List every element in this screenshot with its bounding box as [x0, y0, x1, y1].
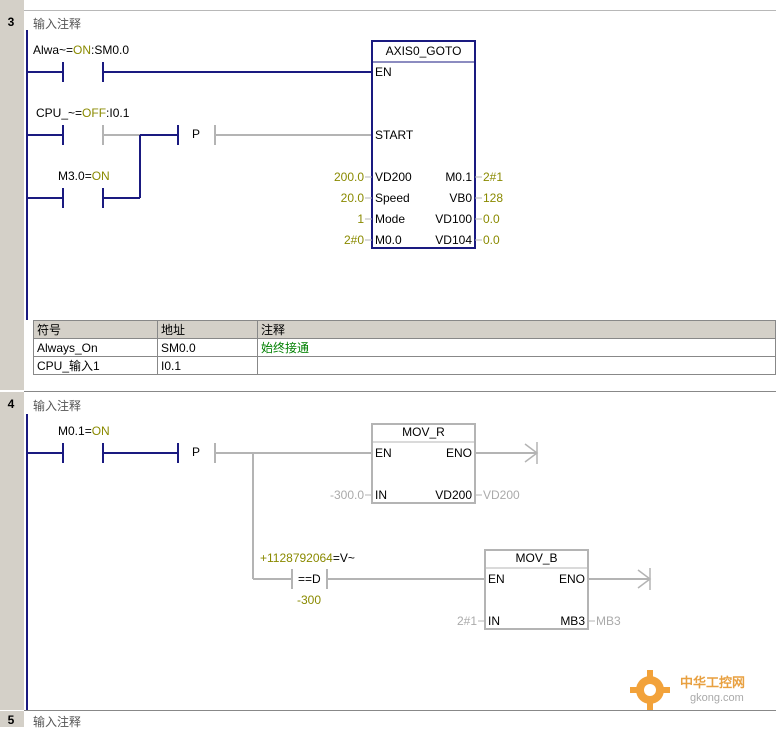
p-edge-label[interactable]: P: [192, 127, 201, 141]
network-4-comment[interactable]: 输入注释: [33, 399, 82, 413]
network-3-comment[interactable]: 输入注释: [33, 17, 82, 31]
comment-col-header[interactable]: 注释: [257, 320, 776, 339]
gear-icon: [630, 670, 670, 710]
mov-r-out-value[interactable]: VD200: [483, 488, 520, 502]
mov-r-out: VD200: [435, 488, 472, 502]
network-5-number[interactable]: 5: [7, 713, 15, 727]
network-3-gutter: [0, 0, 24, 390]
network-4-ladder: [26, 414, 652, 710]
axis-goto-out-pin: VD104: [435, 233, 472, 247]
network-4-top-divider: [24, 391, 776, 392]
network-5-top-divider: [24, 710, 776, 711]
network-4-gutter: [0, 392, 24, 710]
axis-goto-title[interactable]: AXIS0_GOTO: [385, 44, 462, 58]
contact-cpu-eq: =: [75, 106, 83, 120]
mov-b-title[interactable]: MOV_B: [515, 551, 558, 565]
axis-goto-out-value[interactable]: 0.0: [483, 212, 500, 226]
contact-alwa-label[interactable]: Alwa~=ON:SM0.0: [33, 43, 129, 57]
compare-eq: =: [332, 551, 340, 565]
axis-goto-out-value[interactable]: 0.0: [483, 233, 500, 247]
contact-cpu-state: OFF: [82, 106, 107, 120]
mov-r-eno: ENO: [445, 446, 472, 460]
compare-var: V~: [339, 551, 355, 565]
contact-alwa-eq: =: [66, 43, 74, 57]
address-cell: SM0.0: [157, 338, 258, 357]
mov-b-out: MB3: [560, 614, 585, 628]
network-3-number[interactable]: 3: [7, 15, 15, 29]
axis-goto-en: EN: [375, 65, 392, 79]
watermark-logo: 中华工控网 gkong.com: [628, 660, 768, 718]
watermark-name: 中华工控网: [680, 675, 746, 690]
contact-cpu-name: CPU_~: [36, 106, 76, 120]
mov-b-box: [484, 549, 589, 630]
contact-m01-state: ON: [91, 424, 110, 438]
symbol-table: 符号 地址 注释 Always_On SM0.0 始终接通 CPU_输入1 I0…: [33, 320, 776, 375]
mov-r-en: EN: [375, 446, 392, 460]
comment-cell: [257, 356, 776, 375]
mov-r-title[interactable]: MOV_R: [402, 425, 445, 439]
axis-goto-in-pin: VD200: [375, 170, 412, 184]
axis-goto-in-value[interactable]: 200.0: [333, 170, 364, 184]
mov-b-in: IN: [488, 614, 500, 628]
contact-m30-state: ON: [91, 169, 110, 183]
table-row[interactable]: Always_On SM0.0 始终接通: [33, 338, 776, 357]
contact-cpu-addr: :I0.1: [106, 106, 130, 120]
axis-goto-out-pin: VD100: [435, 212, 472, 226]
contact-cpu-label[interactable]: CPU_~=OFF:I0.1: [36, 106, 129, 120]
axis-goto-out-value[interactable]: 128: [483, 191, 504, 205]
mov-r-in: IN: [375, 488, 387, 502]
compare-operator[interactable]: ==D: [298, 572, 321, 586]
symbol-cell: CPU_输入1: [33, 356, 158, 375]
contact-alwa-addr: :SM0.0: [91, 43, 130, 57]
contact-m30-label[interactable]: M3.0=ON: [58, 169, 110, 183]
table-row[interactable]: CPU_输入1 I0.1: [33, 356, 776, 375]
contact-alwa-name: Alwa~: [33, 43, 67, 57]
contact-m30-name: M3.0: [58, 169, 85, 183]
network-5-gutter: [0, 711, 24, 727]
axis-goto-in-pin: M0.0: [375, 233, 402, 247]
address-cell: I0.1: [157, 356, 258, 375]
axis-goto-in-value[interactable]: 20.0: [340, 191, 364, 205]
compare-top-label[interactable]: +1128792064=V~: [260, 551, 355, 565]
compare-top-value: +1128792064: [260, 551, 333, 565]
mov-r-in-value[interactable]: -300.0: [329, 488, 364, 502]
contact-m01-eq: =: [84, 424, 92, 438]
mov-b-out-value[interactable]: MB3: [596, 614, 621, 628]
power-rail: [26, 30, 28, 320]
mov-b-in-value[interactable]: 2#1: [456, 614, 477, 628]
mov-b-eno: ENO: [558, 572, 585, 586]
mov-r-box: [371, 423, 476, 504]
contact-m01-name: M0.1: [58, 424, 85, 438]
comment-cell: 始终接通: [257, 338, 776, 357]
axis-goto-start: START: [375, 128, 414, 142]
axis-goto-in-pin: Speed: [375, 191, 410, 205]
symbol-col-header[interactable]: 符号: [33, 320, 158, 339]
axis-goto-out-pin: VB0: [449, 191, 472, 205]
axis-goto-in-value[interactable]: 1: [357, 212, 364, 226]
axis-goto-box: [371, 40, 476, 249]
axis-goto-in-value[interactable]: 2#0: [343, 233, 364, 247]
network-3-top-divider: [24, 10, 776, 11]
address-col-header[interactable]: 地址: [157, 320, 258, 339]
p-edge-label[interactable]: P: [192, 445, 201, 459]
compare-bottom-value[interactable]: -300: [297, 593, 322, 607]
symbol-cell: Always_On: [33, 338, 158, 357]
network-3-ladder: [26, 30, 482, 320]
contact-alwa-state: ON: [73, 43, 92, 57]
contact-m01-label[interactable]: M0.1=ON: [58, 424, 110, 438]
power-rail: [26, 414, 28, 710]
contact-m30-eq: =: [84, 169, 92, 183]
network-5-comment[interactable]: 输入注释: [33, 715, 82, 729]
mov-b-en: EN: [488, 572, 505, 586]
axis-goto-out-pin: M0.1: [445, 170, 472, 184]
watermark-url: gkong.com: [690, 692, 744, 704]
axis-goto-in-pin: Mode: [375, 212, 406, 226]
network-4-number[interactable]: 4: [7, 397, 15, 411]
symbol-table-header: 符号 地址 注释: [33, 320, 776, 339]
axis-goto-out-value[interactable]: 2#1: [483, 170, 504, 184]
